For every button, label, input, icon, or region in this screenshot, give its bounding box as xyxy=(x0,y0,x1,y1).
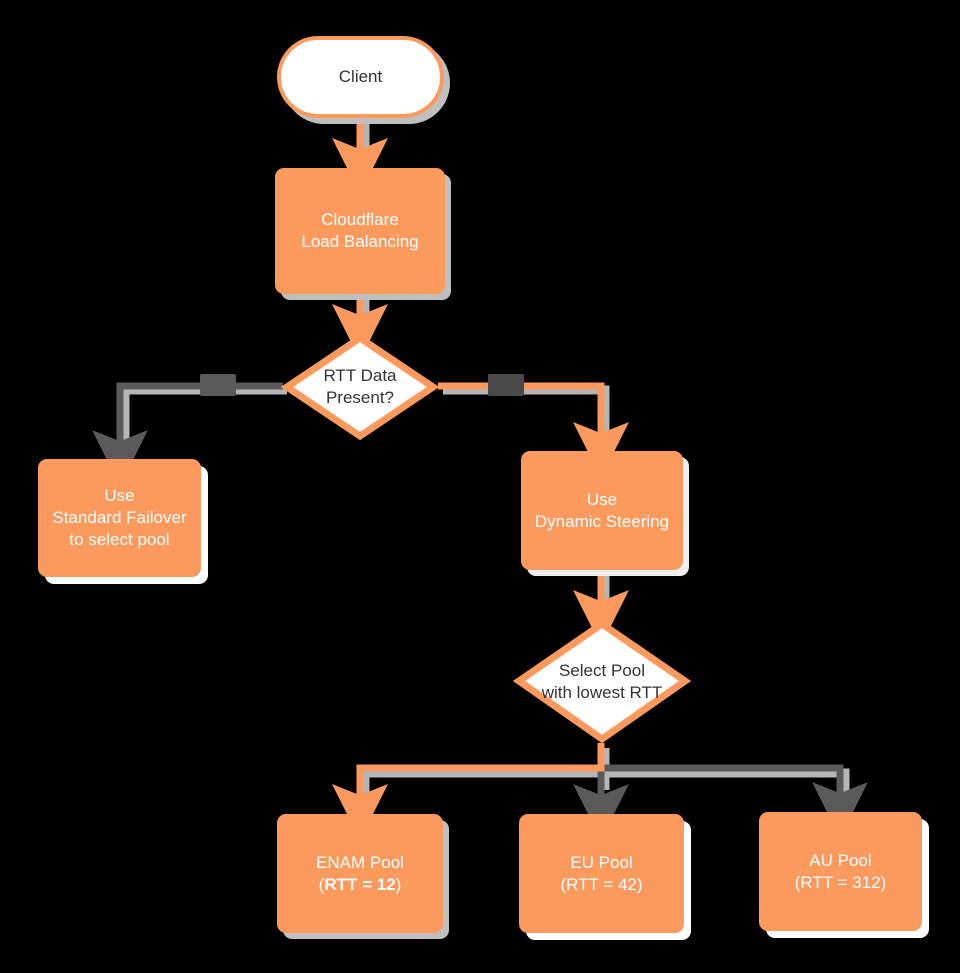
edge-shadows xyxy=(120,123,850,820)
node-enam-pool-rtt: RTT = 12 xyxy=(324,874,396,894)
node-eu-pool-paren-open: ( xyxy=(560,874,567,894)
node-au-pool-paren-open: ( xyxy=(794,872,801,892)
edge-rtt-present-to-standard-failover xyxy=(92,382,283,486)
node-select-pool[interactable]: Select Pool with lowest RTT xyxy=(513,618,691,745)
node-eu-pool-paren-close: ) xyxy=(636,874,643,894)
node-au-pool[interactable]: AU Pool (RTT = 312) xyxy=(759,812,922,931)
node-au-pool-name: AU Pool xyxy=(809,850,872,870)
node-dynamic-steering-label: Use Dynamic Steering xyxy=(534,489,670,531)
node-rtt-present-label: RTT Data Present? xyxy=(323,366,397,407)
edge-select-pool-to-au-pool xyxy=(601,764,868,838)
edge-label-badge-no xyxy=(200,374,236,396)
node-eu-pool-label: EU Pool(RTT = 42) xyxy=(560,852,642,896)
node-au-pool-label: AU Pool (RTT = 312) xyxy=(795,850,887,894)
node-eu-pool-rtt: RTT = 42 xyxy=(566,874,637,894)
node-load-balancing[interactable]: Cloudflare Load Balancing xyxy=(275,168,445,294)
node-load-balancing-label: Cloudflare Load Balancing xyxy=(301,210,419,251)
node-eu-pool[interactable]: EU Pool(RTT = 42) xyxy=(519,814,684,933)
node-enam-pool[interactable]: ENAM Pool(RTT = 12) xyxy=(277,814,443,933)
node-standard-failover-label: Use Standard Failover to select pool xyxy=(52,486,187,549)
node-select-pool-label: Select Pool with lowest RTT xyxy=(541,660,663,702)
edge-select-pool-to-enam-pool xyxy=(332,743,605,840)
node-au-pool-rtt: RTT = 312 xyxy=(800,872,881,892)
node-enam-pool-paren-close: ) xyxy=(395,874,402,894)
node-au-pool-paren-close: ) xyxy=(880,872,887,892)
edge-label-badge-yes xyxy=(488,374,524,396)
diamond-shape-rtt-present xyxy=(281,333,439,441)
node-client-label: Client xyxy=(338,67,383,87)
diamond-shape-select-pool xyxy=(513,619,691,744)
node-rtt-present[interactable]: RTT Data Present? xyxy=(281,332,439,442)
node-dynamic-steering[interactable]: Use Dynamic Steering xyxy=(521,451,683,570)
node-client[interactable]: Client xyxy=(277,36,444,118)
node-eu-pool-name: EU Pool xyxy=(570,852,633,872)
node-standard-failover[interactable]: Use Standard Failover to select pool xyxy=(38,459,201,577)
node-enam-pool-label: ENAM Pool(RTT = 12) xyxy=(316,852,404,896)
node-enam-pool-name: ENAM Pool xyxy=(316,852,404,872)
node-enam-pool-paren-open: ( xyxy=(318,874,325,894)
